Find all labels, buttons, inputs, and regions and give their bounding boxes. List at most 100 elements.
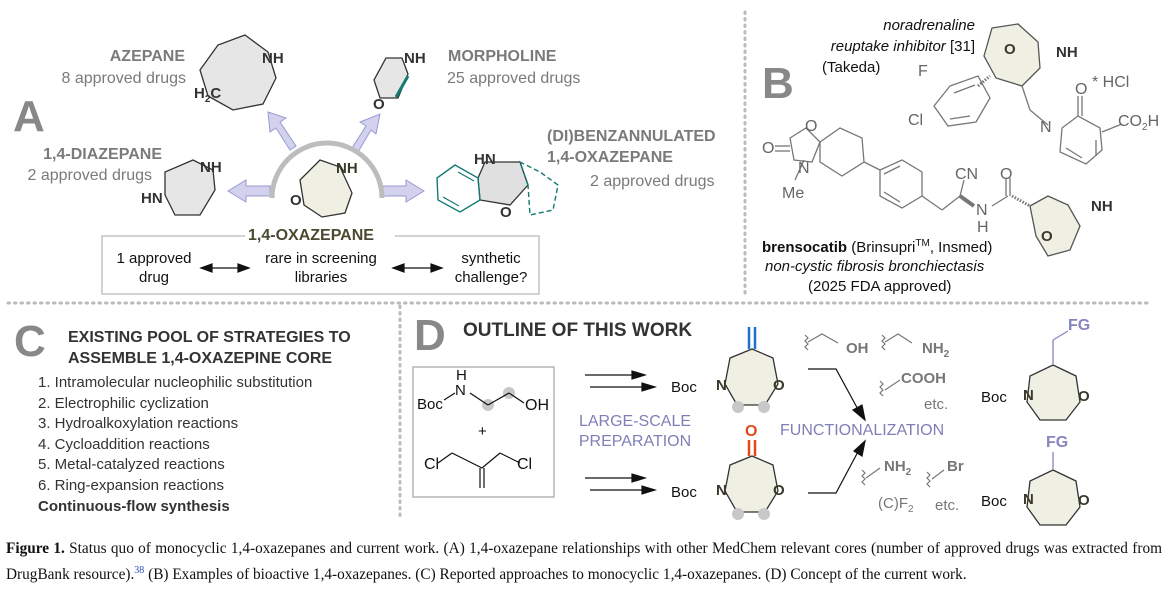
brensocatib-atom-o-ring: O — [1041, 228, 1053, 245]
arrow-to-benz — [381, 179, 425, 203]
figure-caption: Figure 1. Status quo of monocyclic 1,4-o… — [6, 538, 1162, 586]
morpholine-atom-nh: NH — [404, 50, 426, 67]
sm-atom-cl2: Cl — [517, 456, 533, 473]
fg-nh2-bottom: NH2 — [884, 458, 912, 478]
benz-atom-hn: HN — [474, 151, 496, 168]
drug1-desc-line1: noradrenaline — [883, 17, 975, 34]
caption-label: Figure 1. — [6, 540, 65, 557]
sm-atom-h: H — [456, 367, 467, 384]
prod2-fg: FG — [1046, 434, 1069, 451]
arrow-to-azepane — [267, 111, 297, 151]
sm-plus: + — [478, 423, 487, 440]
benz-atom-o: O — [500, 204, 512, 221]
core-atom-o: O — [290, 192, 302, 209]
int1-atom-n: N — [716, 377, 727, 394]
sm-atom-n: N — [455, 382, 466, 399]
caption-ref[interactable]: 38 — [134, 565, 145, 576]
azepane-atom-nh: NH — [262, 50, 284, 67]
prod1-atom-n: N — [1023, 387, 1034, 404]
azepane-count: 8 approved drugs — [61, 70, 186, 87]
morpholine-atom-o: O — [373, 96, 385, 113]
drug1-atom-co2h: CO2H — [1118, 113, 1160, 134]
reaction-arrows — [585, 368, 866, 495]
morpholine-ring — [373, 57, 409, 99]
int1-atom-o: O — [773, 377, 785, 394]
diazepane-count: 2 approved drugs — [27, 167, 152, 184]
azepane-label: AZEPANE — [109, 48, 185, 65]
brensocatib-structure — [775, 127, 1081, 257]
panel-c-letter: C — [14, 317, 46, 366]
panel-a-letter: A — [13, 92, 45, 141]
prod2-atom-boc: Boc — [981, 493, 1007, 510]
fg-etc-top: etc. — [924, 396, 949, 413]
fg-wavy-bonds — [804, 333, 945, 488]
brensocatib-indication: non-cystic fibrosis bronchiectasis — [765, 258, 985, 275]
drug1-desc-line2: reuptake inhibitor [31] — [830, 38, 975, 55]
diazepane-atom-hn: HN — [141, 190, 163, 207]
brensocatib-atom-nh: NH — [1091, 198, 1113, 215]
strategy-item: 3. Hydroalkoxylation reactions — [38, 415, 239, 433]
brensocatib-atom-h-amide: H — [977, 219, 989, 236]
benz-label-line1: (DI)BENZANNULATED — [547, 128, 716, 145]
azepane-atom-h2c: H2C — [194, 85, 222, 105]
drug1-atom-n: N — [1040, 119, 1052, 136]
panel-c-title: EXISTING POOL OF STRATEGIES TO ASSEMBLE … — [68, 329, 351, 367]
drug1-atom-o: O — [1004, 41, 1016, 58]
large-scale-label: LARGE-SCALE PREPARATION — [578, 413, 692, 450]
strategy-item: 1. Intramolecular nucleophilic substitut… — [38, 374, 313, 391]
int2-atom-o: O — [773, 482, 785, 499]
core-oxazepane-ring — [299, 159, 353, 218]
brensocatib-atom-o2: O — [762, 140, 775, 157]
relationship-arrows — [227, 111, 425, 203]
strategy-item: 2. Electrophilic cyclization — [38, 394, 209, 412]
strategy-item: 4. Cycloaddition reactions — [38, 435, 210, 453]
fg-br: Br — [947, 458, 964, 475]
sm-atom-oh: OH — [525, 397, 549, 414]
morpholine-label: MORPHOLINE — [448, 48, 557, 65]
brensocatib-atom-n-amide: N — [976, 202, 988, 219]
morpholine-count: 25 approved drugs — [447, 70, 581, 87]
caption-text-1: Status quo of monocyclic 1,4-oxazepanes … — [6, 540, 1162, 584]
brensocatib-atom-o1: O — [805, 118, 818, 135]
brensocatib-approval: (2025 FDA approved) — [808, 278, 952, 295]
drug1-atom-o2: O — [1075, 81, 1088, 98]
strategy-item: 5. Metal-catalyzed reactions — [38, 456, 225, 474]
diazepane-ring — [164, 159, 216, 216]
double-arrows — [199, 263, 444, 273]
oxazepane-box-title: 1,4-OXAZEPANE — [248, 227, 374, 244]
starting-materials-structure — [437, 387, 525, 488]
int1-atom-boc: Boc — [671, 379, 697, 396]
prod2-atom-o: O — [1078, 492, 1090, 509]
benz-label-line2: 1,4-OXAZEPANE — [547, 149, 673, 166]
starting-materials-box — [412, 366, 555, 498]
arrow-to-morpholine — [351, 113, 381, 153]
prod1-atom-o: O — [1078, 388, 1090, 405]
brensocatib-atom-cn: CN — [955, 166, 979, 183]
azepane-ring — [199, 34, 277, 111]
fg-cf2: (C)F2 — [878, 495, 914, 515]
fg-nh2-top: NH2 — [922, 340, 950, 360]
panel-b-letter: B — [762, 59, 794, 108]
strategy-list: 1. Intramolecular nucleophilic substitut… — [38, 373, 312, 517]
drug1-atom-f: F — [918, 63, 928, 80]
morpholine-teal-bond — [394, 75, 410, 98]
core-arc — [269, 140, 385, 199]
caption-text-2: (B) Examples of bioactive 1,4-oxazepanes… — [144, 566, 967, 584]
intermediate-alkene — [724, 327, 779, 413]
brensocatib-atom-n: N — [798, 160, 810, 177]
benzannulated-structure — [436, 160, 559, 216]
sm-atom-boc: Boc — [417, 396, 443, 413]
int2-atom-boc: Boc — [671, 484, 697, 501]
drug1-atom-hcl: * HCl — [1092, 74, 1130, 91]
panel-d-letter: D — [414, 311, 446, 360]
prod1-fg: FG — [1068, 317, 1091, 334]
drug1-atom-cl: Cl — [908, 112, 924, 129]
benz-count: 2 approved drugs — [590, 173, 715, 190]
fg-cooh: COOH — [901, 370, 946, 387]
strategy-item-bold: Continuous-flow synthesis — [38, 497, 230, 515]
drug1-company: (Takeda) — [822, 59, 881, 76]
